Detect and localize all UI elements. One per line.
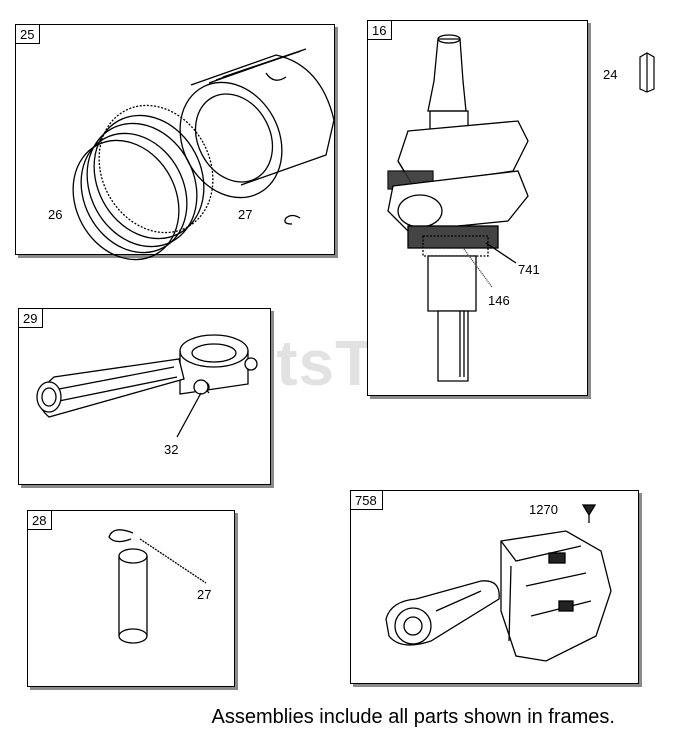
frame-number: 28 <box>28 511 53 530</box>
frame-number: 25 <box>16 25 41 44</box>
frame-28-wrist-pin[interactable]: 28 27 <box>27 510 235 687</box>
callout-1270: 1270 <box>529 502 558 517</box>
wrist-pin-illustration <box>108 529 207 644</box>
frame-25-piston[interactable]: 25 26 27 <box>15 24 335 261</box>
frame-16-crankshaft[interactable]: 16 741 146 <box>367 20 588 396</box>
callout-32: 32 <box>164 442 179 457</box>
crankshaft-illustration <box>387 34 529 382</box>
callout-741: 741 <box>518 262 540 277</box>
frame-29-connecting-rod[interactable]: 29 32 <box>18 308 271 485</box>
frame-number: 758 <box>351 491 383 510</box>
callout-27-piston-clip: 27 <box>238 207 253 222</box>
assemblies-note-text: Assemblies include all parts shown in fr… <box>211 706 615 728</box>
piston-ring-illustration <box>72 48 335 261</box>
connecting-rod-illustration <box>36 334 258 438</box>
cam-assembly-illustration <box>385 504 612 662</box>
frame-758-assembly[interactable]: 758 1270 <box>350 490 639 684</box>
callout-26: 26 <box>48 207 63 222</box>
frame-number: 29 <box>19 309 44 328</box>
frame-number: 16 <box>368 21 393 40</box>
crank-pin-illustration <box>639 52 655 93</box>
callout-24: 24 <box>603 67 618 82</box>
assemblies-note: Assemblies include all parts shown in fr… <box>0 704 682 730</box>
callout-27-pin-clip: 27 <box>197 587 212 602</box>
callout-146: 146 <box>488 293 510 308</box>
